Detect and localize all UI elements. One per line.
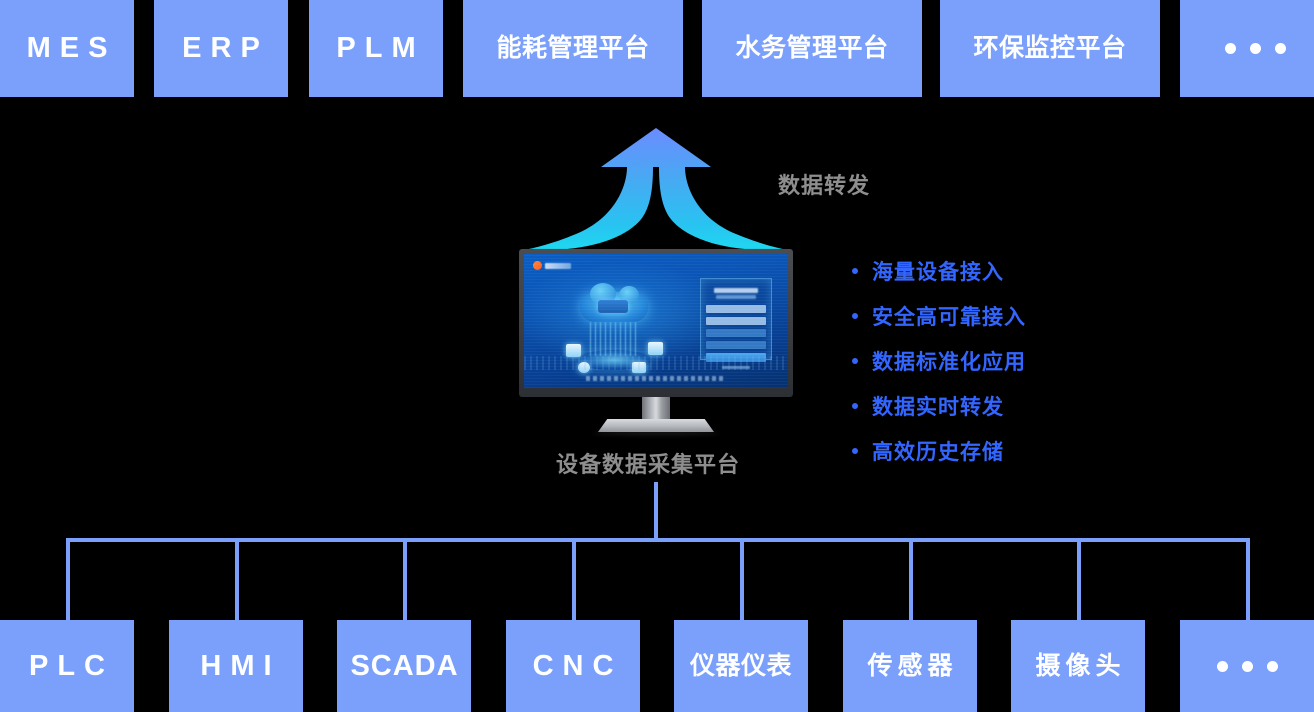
screen-data-band [524, 356, 788, 370]
monitor-bezel [519, 249, 793, 397]
connector-bus [66, 538, 1250, 542]
cloud-network-illustration-icon [566, 283, 663, 373]
bullet-dot-icon [852, 357, 858, 364]
connector-drop-hmi [235, 538, 239, 620]
feature-item-3: 数据标准化应用 [852, 338, 1102, 383]
bottom-box-more[interactable] [1180, 620, 1314, 712]
monitor-base-shadow [593, 431, 719, 435]
top-box-mes-label: MES [26, 32, 117, 64]
bottom-box-hmi-label: HMI [200, 649, 281, 682]
monitor-stand-base [598, 419, 714, 432]
bottom-box-camera-label: 摄像头 [1035, 651, 1126, 680]
ellipsis-icon [1224, 43, 1286, 54]
monitor-screen [524, 254, 788, 388]
feature-item-2-label: 安全高可靠接入 [872, 305, 1026, 329]
login-footer-link[interactable] [722, 366, 750, 369]
connector-drop-plc [66, 538, 70, 620]
up-arrow-icon [522, 126, 790, 252]
bottom-box-cnc-label: CNC [532, 649, 623, 682]
bottom-box-cnc[interactable]: CNC [506, 620, 640, 712]
connector-drop-instruments [740, 538, 744, 620]
bottom-box-plc-label: PLC [29, 649, 114, 682]
bottom-box-instruments[interactable]: 仪器仪表 [674, 620, 808, 712]
username-field[interactable] [706, 305, 766, 313]
screen-footer-text [586, 376, 726, 381]
top-box-energy-platform[interactable]: 能耗管理平台 [463, 0, 683, 97]
top-box-environment-platform-label: 环保监控平台 [973, 34, 1127, 62]
feature-list: 海量设备接入 安全高可靠接入 数据标准化应用 数据实时转发 高效历史存储 [852, 248, 1102, 473]
bottom-box-sensor-label: 传感器 [867, 651, 958, 680]
feature-item-5: 高效历史存储 [852, 428, 1102, 473]
monitor-display [519, 249, 793, 439]
top-box-erp-label: ERP [182, 32, 269, 64]
top-box-energy-platform-label: 能耗管理平台 [496, 34, 650, 62]
bullet-dot-icon [852, 312, 858, 319]
bottom-box-sensor[interactable]: 传感器 [843, 620, 977, 712]
connector-drop-camera [1077, 538, 1081, 620]
feature-item-5-label: 高效历史存储 [872, 440, 1004, 464]
monitor-stand-neck [642, 397, 670, 423]
connector-trunk [654, 482, 658, 542]
feature-item-1: 海量设备接入 [852, 248, 1102, 293]
bullet-dot-icon [852, 402, 858, 409]
top-box-plm-label: PLM [336, 32, 425, 64]
bottom-box-scada-label: SCADA [350, 649, 459, 682]
top-box-mes[interactable]: MES [0, 0, 134, 97]
bottom-box-instruments-label: 仪器仪表 [689, 651, 792, 680]
top-box-water-platform[interactable]: 水务管理平台 [702, 0, 922, 97]
sms-code-field[interactable] [706, 341, 766, 349]
bottom-box-plc[interactable]: PLC [0, 620, 134, 712]
login-panel[interactable] [700, 278, 772, 369]
login-subtitle [716, 295, 756, 299]
top-box-environment-platform[interactable]: 环保监控平台 [940, 0, 1160, 97]
connector-drop-more [1246, 538, 1250, 620]
platform-caption: 设备数据采集平台 [556, 452, 741, 477]
connector-drop-cnc [572, 538, 576, 620]
feature-item-2: 安全高可靠接入 [852, 293, 1102, 338]
connector-drop-sensor [909, 538, 913, 620]
bottom-box-camera[interactable]: 摄像头 [1011, 620, 1145, 712]
feature-item-4-label: 数据实时转发 [872, 395, 1004, 419]
bullet-dot-icon [852, 447, 858, 454]
bullet-dot-icon [852, 267, 858, 274]
cloud-brand-logo-icon [533, 261, 571, 270]
feature-item-1-label: 海量设备接入 [872, 260, 1004, 284]
login-title [714, 288, 758, 293]
feature-item-4: 数据实时转发 [852, 383, 1102, 428]
captcha-field[interactable] [706, 329, 766, 337]
top-box-erp[interactable]: ERP [154, 0, 288, 97]
data-forward-label: 数据转发 [778, 173, 871, 198]
feature-item-3-label: 数据标准化应用 [872, 350, 1026, 374]
top-box-plm[interactable]: PLM [309, 0, 443, 97]
ellipsis-icon [1216, 660, 1278, 672]
bottom-box-scada[interactable]: SCADA [337, 620, 471, 712]
top-box-water-platform-label: 水务管理平台 [735, 34, 889, 62]
top-box-more[interactable] [1180, 0, 1314, 97]
bottom-box-hmi[interactable]: HMI [169, 620, 303, 712]
connector-drop-scada [403, 538, 407, 620]
password-field[interactable] [706, 317, 766, 325]
login-button[interactable] [706, 353, 766, 362]
